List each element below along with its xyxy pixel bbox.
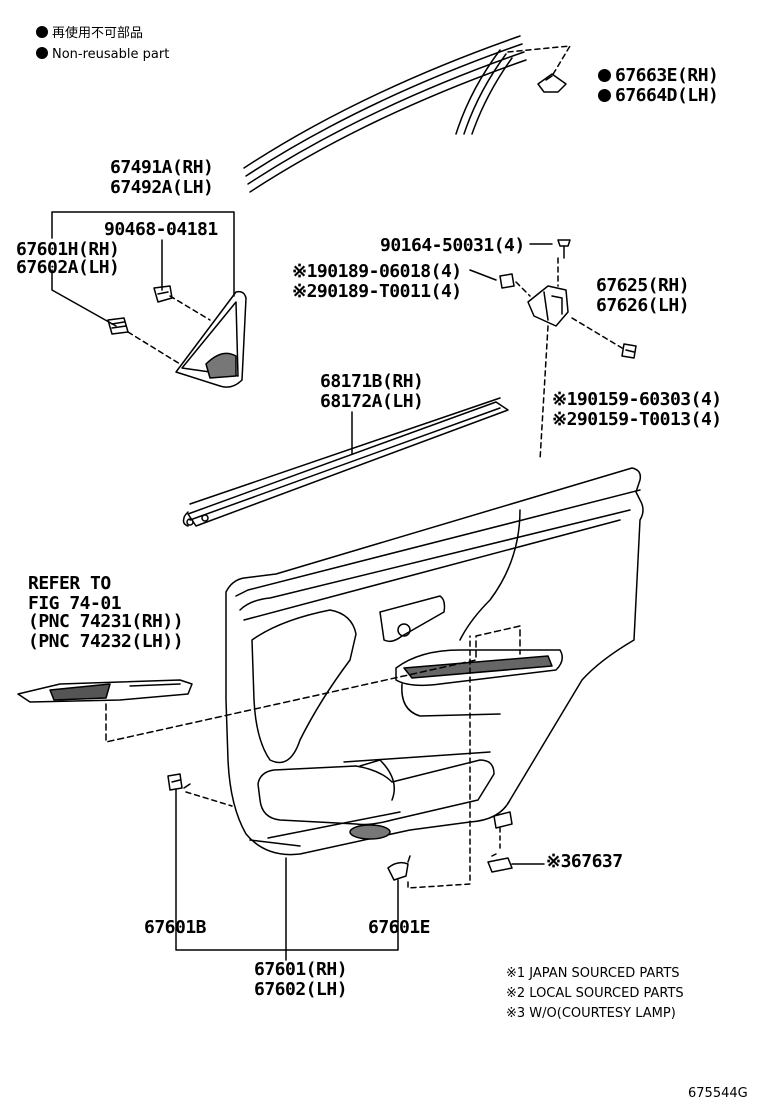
part-label-90164: 90164-50031(4) [380, 235, 525, 256]
door-trim-panel [225, 467, 644, 856]
clip-67601b [167, 773, 191, 791]
leader-clip-90468 [169, 295, 211, 321]
leader-armrest [105, 625, 521, 743]
clip-90468 [153, 285, 173, 303]
leader-screw-67601h [127, 331, 181, 365]
part-label-90189-1: ※190189-06018(4) [292, 261, 462, 282]
part-label-67626: 67626(LH) [596, 295, 690, 316]
figure-id: 675544G [688, 1086, 748, 1101]
part-label-68172a: 68172A(LH) [320, 391, 424, 412]
clip-67663e [537, 73, 567, 93]
part-label-90468: 90468-04181 [104, 219, 218, 240]
part-label-67602a: 67602A(LH) [16, 257, 120, 278]
lamp-cap-67637 [487, 811, 513, 873]
screw-67601h [107, 317, 129, 335]
part-label-68171b: 68171B(RH) [320, 371, 424, 392]
note-japan: ※1 JAPAN SOURCED PARTS [506, 966, 680, 981]
legend-en-text: Non-reusable part [52, 47, 170, 62]
weatherstrip-68171b [182, 397, 509, 527]
part-label-67601b: 67601B [144, 917, 207, 938]
part-label-90159-1: ※190159-60303(4) [552, 389, 722, 410]
part-label-67492a: 67492A(LH) [110, 177, 214, 198]
refer-line-3: (PNC 74231(RH)) [28, 611, 184, 632]
clip-90189 [499, 273, 515, 289]
note-courtesy: ※3 W/O(COURTESY LAMP) [506, 1006, 676, 1021]
part-label-90189-2: ※290189-T0011(4) [292, 281, 462, 302]
legend-jp: 再使用不可部品 [36, 26, 143, 41]
upper-panel-67491a [175, 290, 247, 388]
legend-en: Non-reusable part [36, 47, 169, 62]
bullet-icon [598, 89, 611, 102]
leader-bottom-bracket [175, 789, 399, 961]
leader-bracket [515, 257, 623, 461]
bullet-icon [36, 47, 48, 59]
part-label-67601: 67601(RH) [254, 959, 348, 980]
screw-90164 [557, 239, 571, 259]
leader-clip-67601b [185, 791, 233, 807]
clip-67601e [387, 855, 411, 881]
armrest-trim-74231 [17, 679, 193, 703]
part-label-67664d: 67664D(LH) [598, 86, 719, 106]
part-label-90159-2: ※290159-T0013(4) [552, 409, 722, 430]
refer-line-2: FIG 74-01 [28, 593, 122, 614]
refer-line-4: (PNC 74232(LH)) [28, 631, 184, 652]
bracket-67625 [527, 285, 569, 327]
leader-67491a [51, 211, 235, 327]
part-label-67637: ※367637 [546, 851, 623, 872]
part-label-67663e: 67663E(RH) [598, 66, 719, 86]
bullet-icon [598, 69, 611, 82]
part-label-67602: 67602(LH) [254, 979, 348, 1000]
legend-jp-text: 再使用不可部品 [52, 26, 144, 41]
leader-right-bracket [469, 243, 553, 281]
part-label-67601h: 67601H(RH) [16, 239, 120, 260]
leader-clip-67601e [407, 635, 471, 889]
part-label-67601e: 67601E [368, 917, 431, 938]
bullet-icon [36, 26, 48, 38]
refer-line-1: REFER TO [28, 573, 111, 594]
part-label-67491a: 67491A(RH) [110, 157, 214, 178]
leader-clip [507, 45, 571, 77]
screw-90159 [621, 343, 637, 359]
door-frame-molding [243, 35, 527, 193]
part-label-67625: 67625(RH) [596, 275, 690, 296]
note-local: ※2 LOCAL SOURCED PARTS [506, 986, 684, 1001]
